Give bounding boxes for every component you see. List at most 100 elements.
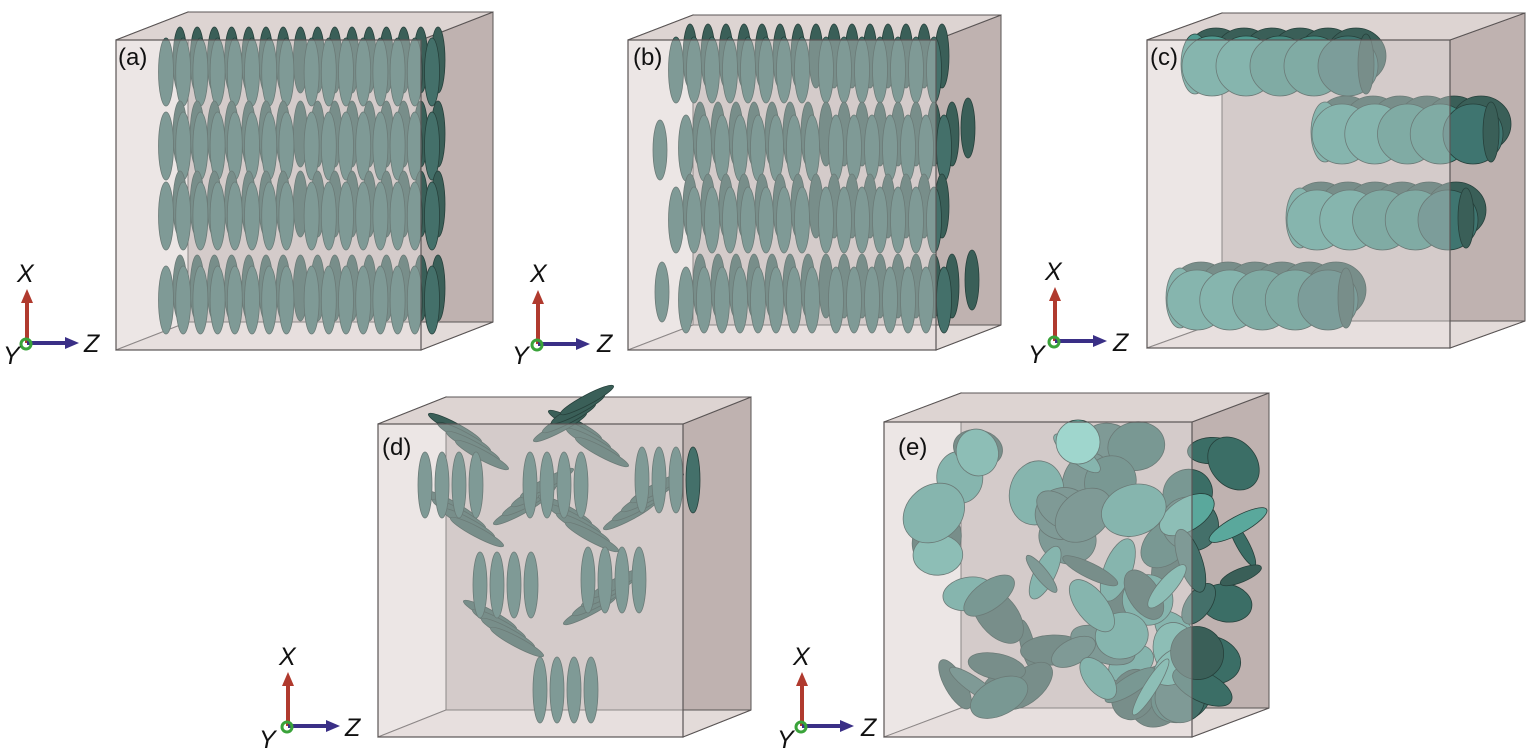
particle	[776, 186, 792, 254]
particle	[818, 186, 834, 254]
particles-a	[158, 26, 446, 335]
axis-x-arrowhead	[21, 289, 33, 303]
particle	[714, 266, 730, 334]
axis-z-arrowhead	[576, 338, 590, 350]
box-front-b	[627, 39, 937, 351]
box-front-face	[627, 39, 937, 351]
particle	[424, 111, 440, 181]
box-front-c	[1146, 39, 1451, 349]
particle	[490, 626, 544, 658]
panel-label-c: (c)	[1150, 44, 1178, 71]
axis-y-marker	[794, 720, 808, 734]
panel-label-b: (b)	[633, 44, 663, 71]
particle	[740, 186, 756, 254]
axis-z-label-b: Z	[597, 330, 613, 358]
particle	[960, 97, 976, 159]
particle	[549, 656, 565, 724]
panel-label-e: (e)	[898, 434, 928, 461]
particle	[872, 186, 888, 254]
particle	[614, 546, 630, 614]
particle	[489, 551, 505, 619]
box-front-face	[115, 39, 422, 351]
particle	[696, 266, 712, 334]
particle	[372, 37, 389, 107]
particle	[244, 265, 260, 335]
particle	[1174, 528, 1207, 593]
particle	[261, 265, 278, 335]
axis-x-label-a: X	[17, 260, 34, 288]
particle	[424, 181, 440, 251]
particle	[192, 181, 209, 251]
particle	[355, 37, 372, 107]
particle	[704, 186, 720, 254]
particle	[372, 265, 389, 335]
particle	[902, 482, 965, 544]
particle	[758, 36, 774, 104]
axis-y-label-a: Y	[3, 342, 20, 370]
particle	[722, 186, 738, 254]
particle	[918, 266, 934, 334]
particles-c	[1165, 27, 1512, 331]
particle	[278, 265, 295, 335]
axis-x-arrowhead	[1049, 287, 1061, 301]
particle	[1207, 436, 1260, 491]
particle	[776, 36, 792, 104]
axis-x-arrowhead	[796, 672, 808, 686]
particle	[506, 551, 522, 619]
particle	[158, 181, 174, 251]
particle	[522, 451, 538, 519]
particle	[372, 111, 389, 181]
particle	[389, 111, 406, 181]
particle	[967, 652, 1026, 681]
axis-triad-d	[280, 672, 340, 734]
axis-z-label-e: Z	[861, 714, 877, 742]
particle	[539, 451, 555, 519]
particle	[955, 428, 999, 477]
particle	[158, 265, 174, 335]
axis-x-arrowhead	[532, 290, 544, 304]
particle	[1025, 554, 1058, 593]
particle	[158, 111, 174, 181]
axis-x-label-b: X	[530, 260, 547, 288]
particle	[732, 266, 748, 334]
particle	[575, 436, 629, 468]
particle	[372, 181, 389, 251]
axis-x-label-e: X	[793, 643, 810, 671]
particle	[1208, 507, 1268, 543]
particle	[786, 266, 802, 334]
particle	[1457, 187, 1475, 249]
axis-y-label-e: Y	[777, 726, 794, 754]
panel-label-a: (a)	[118, 44, 148, 71]
particle	[192, 265, 209, 335]
particle	[406, 111, 423, 181]
particle	[338, 111, 354, 181]
particle	[926, 186, 942, 254]
particle	[451, 451, 467, 519]
particle	[389, 181, 406, 251]
particle	[804, 266, 820, 334]
particle	[1219, 564, 1262, 587]
particle	[908, 186, 924, 254]
particle	[651, 446, 667, 514]
particle	[320, 111, 337, 181]
particle	[678, 266, 694, 334]
particle	[1181, 583, 1216, 625]
particle	[303, 181, 320, 251]
particles-e	[902, 419, 1268, 728]
box-front-a	[115, 39, 422, 351]
particle	[758, 186, 774, 254]
particle	[468, 451, 484, 519]
particle	[226, 181, 243, 251]
axis-y-marker	[530, 338, 544, 352]
axis-y-marker	[1047, 335, 1061, 349]
particle	[175, 181, 192, 251]
particle	[450, 516, 504, 548]
particle	[209, 181, 226, 251]
particle	[244, 181, 260, 251]
box-front-d	[377, 423, 684, 738]
particle	[794, 36, 810, 104]
particle	[580, 546, 596, 614]
particle	[768, 266, 784, 334]
particle	[355, 111, 372, 181]
axis-triad-b	[530, 290, 590, 352]
